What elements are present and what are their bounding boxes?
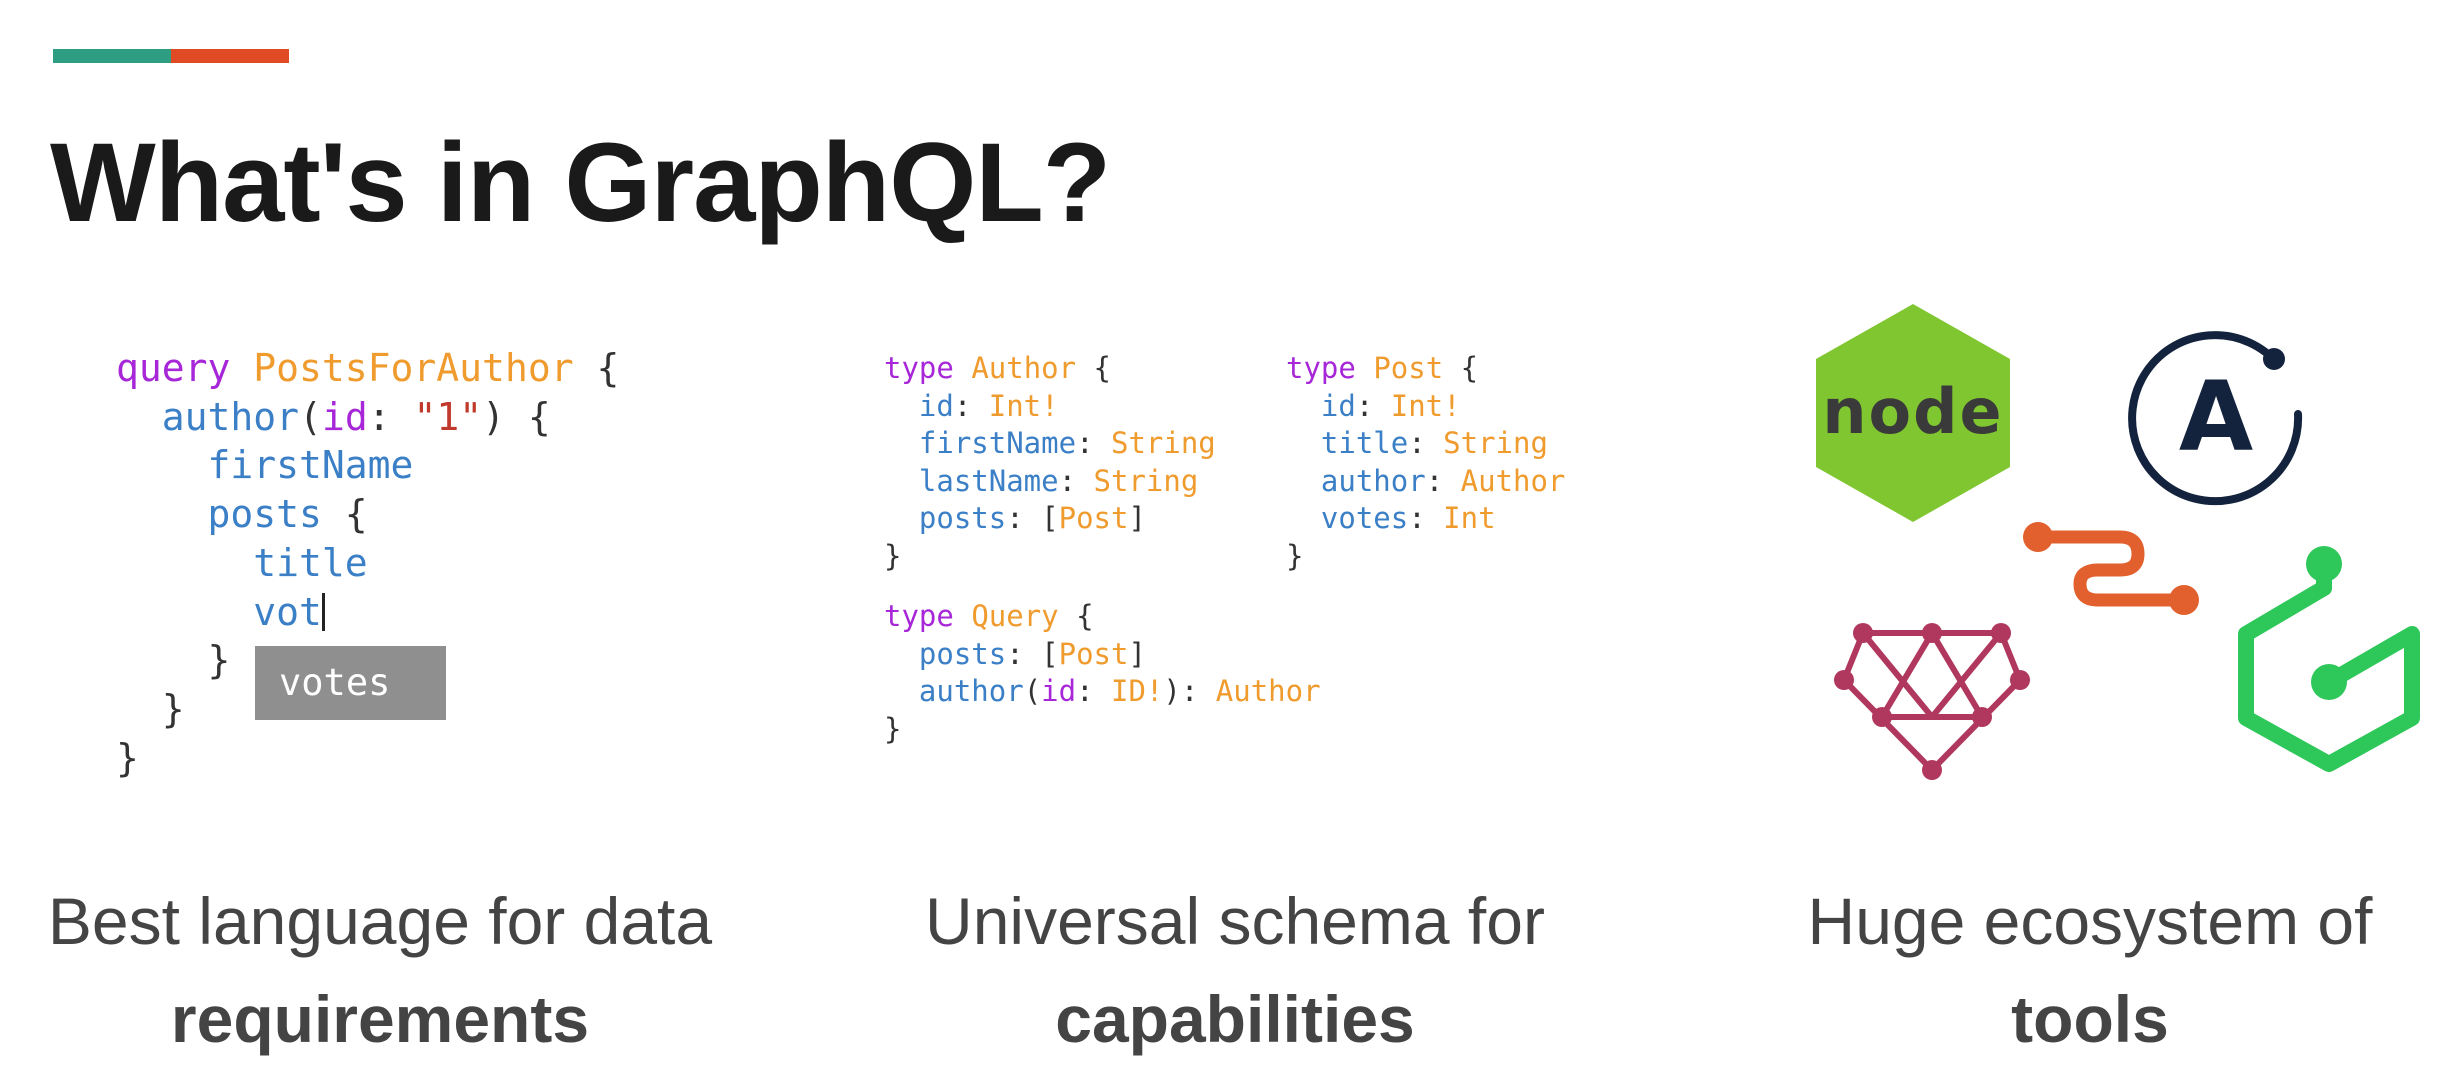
schema-post-title: title bbox=[1320, 426, 1409, 461]
green-g-logo-icon bbox=[2238, 546, 2420, 772]
schema-post-votes-type: Int bbox=[1443, 501, 1496, 536]
query-name: PostsForAuthor bbox=[253, 346, 574, 390]
schema-kw: type bbox=[884, 599, 954, 633]
nodejs-logo-text: node bbox=[1822, 375, 2003, 448]
schema-query-arg-type: ID! bbox=[1111, 674, 1164, 709]
caption-language-line1: Best language for data bbox=[47, 884, 713, 958]
graphql-logo-icon bbox=[1834, 623, 2030, 780]
query-field-firstname: firstName bbox=[207, 443, 414, 488]
schema-author-lastname-type: String bbox=[1093, 463, 1199, 498]
schema-post-author: author bbox=[1320, 463, 1426, 498]
schema-query-posts: posts bbox=[918, 636, 1007, 671]
schema-query-arg: id bbox=[1041, 674, 1077, 709]
apollo-logo-icon: A bbox=[2128, 331, 2303, 506]
caption-language: Best language for data requirements bbox=[0, 872, 770, 1068]
query-code-block: query PostsForAuthor { author(id: "1") {… bbox=[116, 346, 620, 780]
query-keyword: query bbox=[116, 346, 231, 390]
schema-type-author: type Author { id: Int! firstName: String… bbox=[884, 351, 1216, 573]
accent-bar-orange bbox=[171, 49, 289, 63]
schema-kw: type bbox=[884, 351, 954, 385]
autocomplete-suggestion[interactable]: votes bbox=[255, 646, 446, 720]
caption-ecosystem-line2: tools bbox=[2011, 982, 2169, 1056]
schema-post-votes: votes bbox=[1320, 501, 1409, 536]
schema-query-author: author bbox=[918, 674, 1024, 709]
schema-type-post: type Post { id: Int! title: String autho… bbox=[1286, 351, 1566, 573]
schema-type-query: type Query { posts: [Post] author(id: ID… bbox=[884, 599, 1321, 746]
schema-post-id: id bbox=[1320, 388, 1356, 423]
caption-schema: Universal schema for capabilities bbox=[845, 872, 1625, 1068]
schema-kw: type bbox=[1286, 351, 1356, 385]
query-field-posts: posts bbox=[207, 492, 322, 537]
cable-connector-logo-icon bbox=[2023, 522, 2199, 615]
schema-author-id: id bbox=[918, 388, 954, 423]
query-arg-id: id bbox=[321, 394, 368, 439]
schema-post-name: Post bbox=[1373, 351, 1444, 385]
schema-query-posts-type: Post bbox=[1058, 636, 1129, 671]
schema-author-posts-type: Post bbox=[1058, 501, 1129, 536]
accent-bar-teal bbox=[53, 49, 171, 63]
schema-post-author-type: Author bbox=[1460, 463, 1566, 498]
text-cursor bbox=[321, 592, 325, 631]
caption-ecosystem-line1: Huge ecosystem of bbox=[1807, 884, 2373, 958]
query-arg-value: "1" bbox=[413, 394, 483, 439]
query-field-partial: vot bbox=[253, 589, 322, 634]
apollo-logo-letter: A bbox=[2179, 361, 2253, 473]
schema-post-id-type: Int! bbox=[1390, 388, 1461, 423]
caption-language-line2: requirements bbox=[170, 982, 590, 1056]
caption-ecosystem: Huge ecosystem of tools bbox=[1700, 872, 2454, 1068]
schema-author-firstname-type: String bbox=[1110, 426, 1216, 461]
nodejs-logo-icon: node bbox=[1816, 304, 2010, 522]
schema-author-id-type: Int! bbox=[988, 388, 1059, 423]
schema-post-title-type: String bbox=[1443, 426, 1548, 461]
schema-query-name: Query bbox=[971, 599, 1059, 633]
schema-author-posts: posts bbox=[918, 501, 1007, 536]
slide-title: What's in GraphQL? bbox=[50, 120, 1111, 245]
query-field-title: title bbox=[253, 540, 368, 585]
schema-author-lastname: lastName bbox=[918, 463, 1059, 498]
caption-schema-line2: capabilities bbox=[1055, 982, 1415, 1056]
caption-schema-line1: Universal schema for bbox=[925, 884, 1545, 958]
schema-query-return-type: Author bbox=[1215, 674, 1321, 709]
schema-author-name: Author bbox=[971, 351, 1077, 385]
accent-bar bbox=[53, 49, 289, 63]
schema-author-firstname: firstName bbox=[918, 426, 1077, 461]
query-field-author: author bbox=[161, 394, 300, 439]
